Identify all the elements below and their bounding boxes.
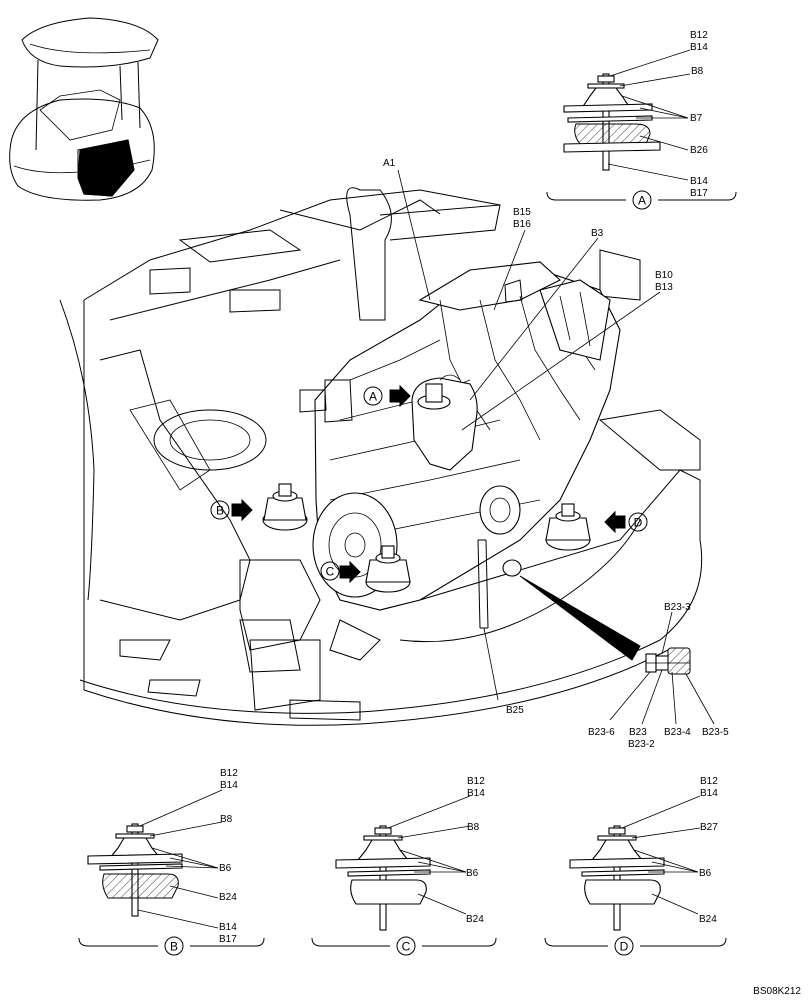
label-b25: B25 <box>506 705 524 716</box>
mount-c-main <box>365 545 411 593</box>
view-marker-b: B <box>210 500 230 520</box>
mount-b-main <box>262 483 308 531</box>
detail-a-b17: B17 <box>690 188 708 199</box>
detail-d-b14: B14 <box>700 788 718 799</box>
label-b23-4: B23-4 <box>664 727 691 738</box>
detail-b-b8: B8 <box>220 814 233 825</box>
figure-code: BS08K212 <box>753 986 801 997</box>
label-b13: B13 <box>655 282 673 293</box>
detail-d-circle: D <box>620 940 629 954</box>
label-b23-5: B23-5 <box>702 727 729 738</box>
detail-b-b14-bot: B14 <box>219 922 237 933</box>
label-a1: A1 <box>383 158 396 169</box>
label-b10: B10 <box>655 270 673 281</box>
detail-b-b14-top: B14 <box>220 780 238 791</box>
detail-a-b7: B7 <box>690 113 703 124</box>
machine-thumbnail <box>9 17 159 201</box>
label-b23-3: B23-3 <box>664 602 691 613</box>
label-b23-2: B23-2 <box>628 739 655 750</box>
label-b23: B23 <box>629 727 647 738</box>
detail-a-b26: B26 <box>690 145 708 156</box>
detail-c-b12: B12 <box>467 776 485 787</box>
view-marker-c-label: C <box>326 565 335 579</box>
detail-a: B12 B14 B8 B7 B26 B14 B17 A <box>546 30 737 210</box>
label-b3: B3 <box>591 228 604 239</box>
mount-d-main <box>545 503 591 551</box>
view-marker-d-label: D <box>634 516 643 530</box>
detail-a-b14-bot: B14 <box>690 176 708 187</box>
detail-d-b27: B27 <box>700 822 718 833</box>
view-marker-a-label: A <box>369 390 377 404</box>
detail-c-b8: B8 <box>467 822 480 833</box>
label-b23-6: B23-6 <box>588 727 615 738</box>
view-marker-d: D <box>628 512 648 532</box>
detail-a-b8: B8 <box>691 66 704 77</box>
view-marker-a: A <box>363 386 383 406</box>
detail-c-b6: B6 <box>466 868 479 879</box>
detail-b-circle: B <box>170 940 178 954</box>
detail-a-b14-top: B14 <box>690 42 708 53</box>
b25-pipe <box>477 539 522 629</box>
detail-c-b14: B14 <box>467 788 485 799</box>
detail-d-b24: B24 <box>699 914 717 925</box>
main-leader-lines <box>397 169 715 725</box>
detail-b-b12: B12 <box>220 768 238 779</box>
engine-assembly <box>299 261 621 611</box>
mount-a-main <box>417 383 451 410</box>
detail-b-b24: B24 <box>219 892 237 903</box>
detail-d-b6: B6 <box>699 868 712 879</box>
label-b16: B16 <box>513 219 531 230</box>
detail-d-b12: B12 <box>700 776 718 787</box>
detail-d: B12 B14 B27 B6 B24 D <box>544 776 727 956</box>
detail-b-b17: B17 <box>219 934 237 945</box>
detail-b-b6: B6 <box>219 863 232 874</box>
detail-c: B12 B14 B8 B6 B24 C <box>311 776 497 956</box>
detail-c-b24: B24 <box>466 914 484 925</box>
view-marker-b-label: B <box>216 504 224 518</box>
detail-c-circle: C <box>402 940 411 954</box>
b23-callout-wedge <box>519 575 641 661</box>
detail-a-b12: B12 <box>690 30 708 41</box>
detail-a-circle: A <box>638 194 646 208</box>
detail-b: B12 B14 B8 B6 B24 B14 B17 B <box>78 768 265 956</box>
machine-frame <box>59 187 703 726</box>
view-arrows <box>231 384 626 584</box>
b23-drain-plug-detail <box>645 647 691 675</box>
label-b15: B15 <box>513 207 531 218</box>
view-marker-c: C <box>320 561 340 581</box>
